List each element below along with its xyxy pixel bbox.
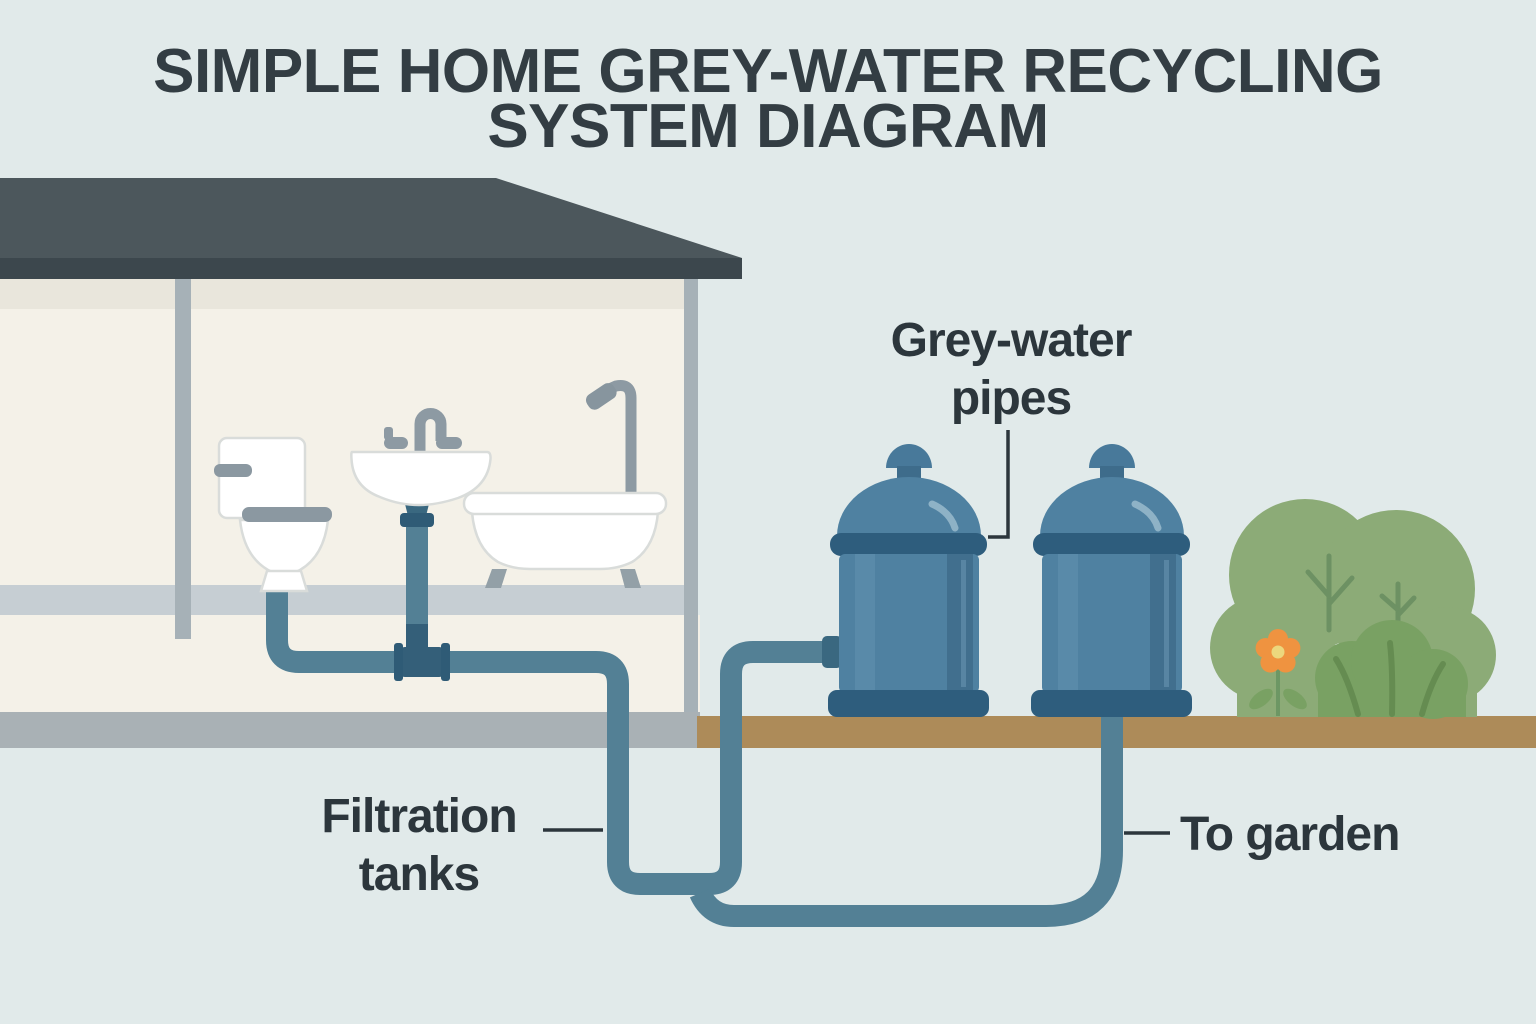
label-filtration-line1: Filtration <box>321 790 517 843</box>
toilet-flush-handle <box>214 464 252 477</box>
label-to-garden: To garden <box>1180 806 1400 864</box>
main-drain-pipe <box>266 583 828 895</box>
tee-flange-left <box>394 643 403 681</box>
faucet-icon <box>414 408 447 453</box>
pipe-fittings <box>394 500 842 681</box>
bush-front <box>1315 620 1468 719</box>
flower-center <box>1271 645 1285 659</box>
bush-leaf-veins <box>1333 640 1446 717</box>
sink-coupling <box>400 513 434 527</box>
tank2-gloss <box>1131 500 1162 532</box>
tank2-collar <box>1033 533 1190 556</box>
toilet-seat <box>242 507 332 522</box>
label-grey-water-pipes: Grey-water pipes <box>861 312 1161 428</box>
filtration-tank-2 <box>1031 444 1192 717</box>
tank1-collar <box>830 533 987 556</box>
toilet <box>214 436 332 593</box>
tank1-edge-light <box>961 560 966 687</box>
wall-top-band <box>0 279 697 309</box>
tee-sleeve <box>399 647 445 677</box>
tank1-gloss <box>928 500 959 532</box>
tank2-shade <box>1150 554 1176 693</box>
tank2-dome <box>1040 477 1184 545</box>
page-title: SIMPLE HOME GREY-WATER RECYCLING SYSTEM … <box>0 37 1536 161</box>
leader-grey-water-pipes <box>988 430 1010 539</box>
garden-bushes <box>1210 499 1496 719</box>
label-filtration-line2: tanks <box>358 848 480 901</box>
pipe-to-garden <box>689 700 1123 927</box>
toilet-pedestal <box>259 569 309 593</box>
bathtub <box>462 380 668 588</box>
flower <box>1249 629 1307 716</box>
right-wall-post <box>684 279 698 712</box>
tank1-dome <box>837 477 981 545</box>
filtration-tank-1 <box>828 444 989 717</box>
house-structure <box>0 279 700 748</box>
tank-inlet-stub <box>822 636 842 668</box>
faucet-handle-right <box>436 437 462 449</box>
tank1-knob-stem <box>897 466 921 479</box>
tank2-highlight <box>1058 554 1078 693</box>
tank1-highlight <box>855 554 875 693</box>
tank2-knob-cap <box>1089 444 1135 468</box>
tee-flange-right <box>441 643 450 681</box>
label-grey-water-line1: Grey-water <box>890 314 1133 367</box>
tank2-knob-stem <box>1100 466 1124 479</box>
tub-rim <box>462 491 668 516</box>
sink <box>350 408 492 507</box>
tub-foot-right <box>620 569 641 588</box>
tank1-shade <box>947 554 973 693</box>
label-grey-water-line2: pipes <box>950 372 1072 425</box>
label-to-garden-text: To garden <box>1180 808 1400 861</box>
tank2-base <box>1031 690 1192 717</box>
tank1-knob-cap <box>886 444 932 468</box>
roof-fascia <box>0 258 742 279</box>
tank2-edge-light <box>1164 560 1169 687</box>
roof <box>0 178 742 279</box>
flower-leaf-right <box>1283 688 1307 710</box>
leader-lines <box>543 430 1170 835</box>
tee-stub <box>406 624 428 652</box>
tub-body <box>470 510 660 571</box>
sink-basin <box>350 450 492 507</box>
roof-slab <box>0 178 742 262</box>
faucet-handle-stub <box>384 427 393 440</box>
toilet-tank <box>217 436 307 520</box>
foundation-band <box>0 712 700 748</box>
bush-twigs <box>1305 553 1417 633</box>
title-line-1: SIMPLE HOME GREY-WATER RECYCLING <box>153 37 1383 106</box>
faucet-handle-left <box>384 437 408 449</box>
title-line-2: SYSTEM DIAGRAM <box>487 92 1049 161</box>
flower-leaf-left <box>1249 688 1273 710</box>
tank1-base <box>828 690 989 717</box>
label-filtration-tanks: Filtration tanks <box>269 788 569 904</box>
floor-band <box>0 585 697 615</box>
tub-foot-left <box>485 569 507 588</box>
shower-pipe <box>604 380 637 497</box>
shower-head-icon <box>585 383 617 410</box>
interior-post <box>175 279 191 639</box>
